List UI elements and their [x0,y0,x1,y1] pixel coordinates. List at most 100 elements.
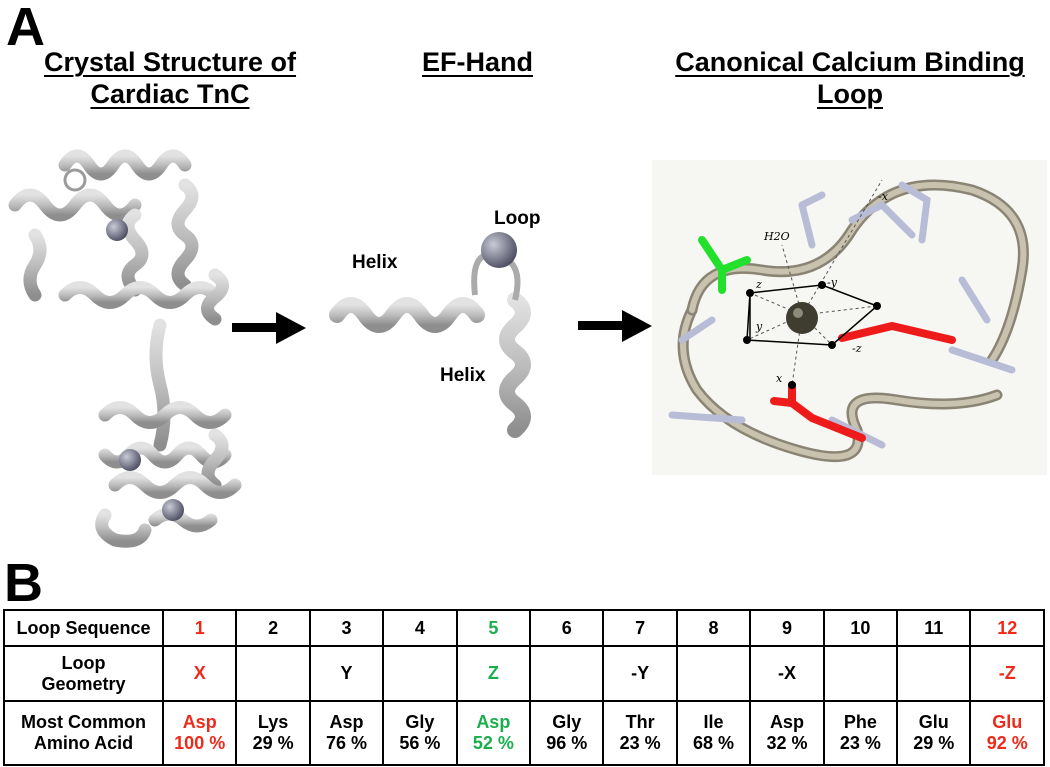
amino-acid-percent: 100 % [174,733,226,753]
amino-acid-percent: 96 % [546,733,588,753]
amino-acid-percent: 29 % [252,733,294,753]
amino-acid-name: Asp [476,712,511,732]
calcium-ion-1 [106,219,128,241]
efhand-structure [329,232,531,438]
arrow-right-icon [232,312,306,344]
heading-loop-line1: Canonical Calcium Binding [675,47,1025,77]
row-loop-sequence: Loop Sequence 1 2 3 4 5 6 7 8 9 10 11 12 [3,609,1045,647]
geometry-cell: Y [308,645,385,702]
seq-cell: 10 [822,609,899,647]
geometry-cell: -X [749,645,825,702]
seq-cell: 9 [749,609,825,647]
amino-acid-percent: 32 % [766,733,808,753]
row-header-geometry-line2: Geometry [41,673,126,694]
heading-loop-line2: Loop [817,79,883,109]
loop-sequence-table: Loop Sequence 1 2 3 4 5 6 7 8 9 10 11 12… [3,609,1045,766]
calcium-ion-2 [119,449,141,471]
geometry-cell [822,645,899,702]
geometry-cell: -Y [602,645,678,702]
calcium-ion-loop [786,302,818,334]
coord-label-minus-x: -x [878,190,889,203]
amino-acid-name: Thr [625,712,655,732]
row-header-sequence: Loop Sequence [3,609,164,647]
amino-acid-percent: 29 % [913,733,955,753]
panel-a-letter: A [6,0,45,57]
coord-label-minus-y: -y [827,276,838,289]
panel-b-letter: B [4,553,43,613]
amino-acid-name: Ile [703,712,724,732]
amino-acid-name: Gly [405,712,435,732]
seq-cell: 11 [896,609,972,647]
amino-acid-name: Glu [918,712,949,732]
seq-cell: 3 [308,609,385,647]
efhand-label-loop: Loop [494,208,541,229]
heading-calcium-loop: Canonical Calcium Binding Loop [650,46,1050,110]
geometry-cell: Z [455,645,532,702]
heading-crystal-line1: Crystal Structure of [43,47,297,77]
amino-acid-percent: 76 % [326,733,368,753]
seq-cell: 7 [602,609,678,647]
seq-cell: 1 [161,609,238,647]
seq-cell: 6 [529,609,605,647]
amino-acid-percent: 23 % [839,733,881,753]
amino-acid-name: Asp [329,712,364,732]
geometry-cell [235,645,311,702]
heading-crystal-structure: Crystal Structure of Cardiac TnC [20,46,320,110]
seq-cell: 12 [969,609,1045,647]
seq-cell: 5 [455,609,532,647]
amino-acid-name: Lys [257,712,289,732]
amino-acid-percent: 68 % [693,733,735,753]
amino-acid-name: Glu [992,712,1023,732]
row-header-geometry-line1: Loop [61,652,106,673]
amino-acid-name: Asp [769,712,804,732]
amino-acid-name: Gly [552,712,582,732]
row-header-amino-acid: Most Common Amino Acid [3,700,164,766]
coord-label-z: z [755,278,762,291]
heading-efhand: EF-Hand [422,47,533,77]
calcium-ion-efhand [481,232,517,268]
geometry-cell: X [161,645,238,702]
row-header-amino-line2: Amino Acid [33,733,134,753]
efhand-label-helix-bottom: Helix [440,365,486,386]
calcium-ion-3 [162,499,184,521]
efhand-label-helix-top: Helix [352,252,398,273]
arrow-right-icon [578,310,652,342]
coord-label-minus-z: -z [852,342,862,355]
seq-cell: 8 [675,609,752,647]
geometry-cell: -Z [969,645,1045,702]
tnc-crystal-structure [8,149,242,548]
geometry-cell [382,645,458,702]
geometry-cell [896,645,972,702]
geometry-cell [675,645,752,702]
amino-acid-percent: 92 % [986,733,1028,753]
row-header-geometry: Loop Geometry [3,645,164,702]
coord-label-water: H2O [763,230,790,243]
heading-crystal-line2: Cardiac TnC [90,79,250,109]
geometry-cell [529,645,605,702]
seq-cell: 2 [235,609,311,647]
amino-acid-name: Phe [843,712,877,732]
row-header-amino-line1: Most Common [21,712,146,732]
row-loop-geometry: Loop Geometry X Y Z -Y -X -Z [3,645,1045,702]
calcium-binding-loop-structure: -x H2O z -y y -z x [652,160,1047,475]
amino-acid-name: Asp [182,712,217,732]
amino-acid-percent: 52 % [472,733,514,753]
coord-label-y: y [755,320,763,333]
coord-label-x: x [776,372,783,385]
amino-acid-percent: 56 % [399,733,441,753]
amino-acid-percent: 23 % [619,733,661,753]
seq-cell: 4 [382,609,458,647]
